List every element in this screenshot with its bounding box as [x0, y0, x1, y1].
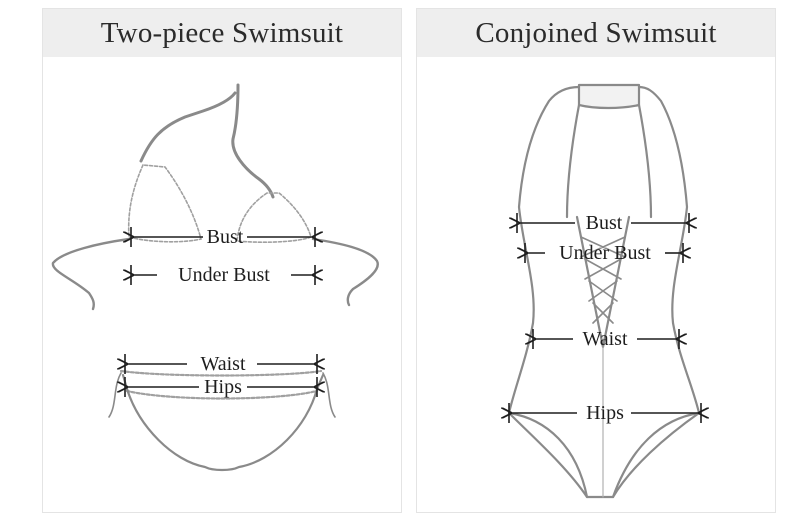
two-piece-bust-measure: Bust [131, 226, 315, 248]
conjoined-under-bust-measure: Under Bust [525, 242, 683, 264]
conjoined-illustration: Bust Under Bust Waist Hips [417, 83, 775, 499]
two-piece-under-bust-measure: Under Bust [131, 264, 315, 286]
two-piece-waist-measure: Waist [125, 353, 317, 375]
two-piece-hips-label: Hips [204, 376, 242, 398]
conjoined-bust-measure: Bust [517, 212, 689, 234]
conjoined-waist-label: Waist [582, 328, 627, 350]
conjoined-title: Conjoined Swimsuit [475, 16, 717, 49]
one-piece-drawing [507, 83, 701, 499]
conjoined-hips-label: Hips [586, 402, 624, 424]
two-piece-bust-label: Bust [207, 226, 244, 248]
conjoined-header: Conjoined Swimsuit [417, 9, 775, 57]
bikini-top-drawing [51, 83, 379, 311]
conjoined-under-bust-label: Under Bust [559, 242, 651, 264]
two-piece-title: Two-piece Swimsuit [100, 16, 344, 49]
conjoined-panel: Conjoined Swimsuit [416, 8, 776, 513]
two-piece-hips-measure: Hips [125, 376, 317, 398]
two-piece-illustration: Bust Under Bust Waist Hips [51, 83, 379, 472]
two-piece-panel: Two-piece Swimsuit [42, 8, 402, 513]
two-piece-header: Two-piece Swimsuit [43, 9, 401, 57]
conjoined-hips-measure: Hips [509, 402, 701, 424]
two-piece-under-bust-label: Under Bust [178, 264, 270, 286]
conjoined-bust-label: Bust [586, 212, 623, 234]
conjoined-waist-measure: Waist [533, 328, 679, 350]
two-piece-waist-label: Waist [200, 353, 245, 375]
